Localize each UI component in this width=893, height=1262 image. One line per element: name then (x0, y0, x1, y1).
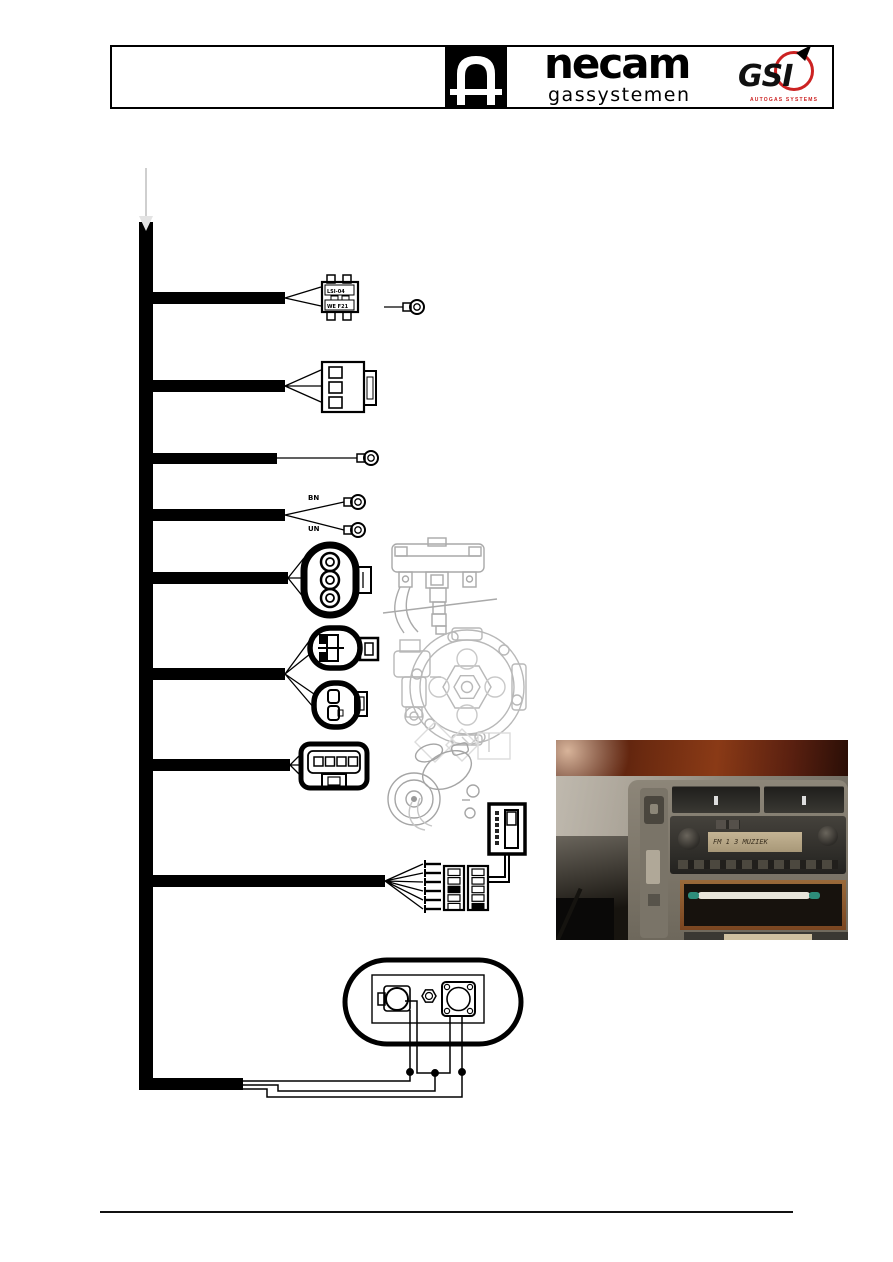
radio-button-row (678, 860, 838, 869)
junction-dot (406, 1068, 414, 1076)
radio-small-buttons (716, 820, 740, 829)
gsi-logo: GSI AUTOGAS SYSTEMS (738, 41, 832, 105)
radio-display: FM 1 3 MUZIEK (708, 832, 802, 852)
header-box: necam gassystemen GSI AUTOGAS SYSTEMS (110, 39, 834, 109)
harness-trunk (139, 168, 243, 1090)
terminal-block-b (466, 864, 490, 912)
lower-unit-display (724, 934, 812, 940)
center-console: FM 1 3 MUZIEK (628, 780, 848, 940)
wire-label-un: UN (308, 525, 320, 533)
cubby-interior (684, 884, 842, 926)
fuse-top-label: LSI-04 (327, 289, 345, 295)
three-pin-block-connector (320, 360, 377, 414)
ring-terminals-bn-un (343, 494, 366, 538)
dashboard-photo: FM 1 3 MUZIEK (556, 740, 848, 940)
hazard-switch-icon (650, 804, 658, 814)
gsi-ring-icon (774, 51, 814, 91)
side-button (648, 894, 660, 906)
volume-knob (678, 828, 700, 850)
vent-lever-icon (802, 796, 806, 805)
footer-rule (100, 1211, 793, 1213)
brand-subtitle: gassystemen (548, 84, 691, 106)
air-vent-left (672, 786, 760, 813)
brand-wordmark: necam (544, 39, 691, 88)
junction-dot (458, 1068, 466, 1076)
two-pin-connector-a (307, 625, 380, 671)
fuse-holder-connector (320, 274, 360, 321)
car-radio: FM 1 3 MUZIEK (670, 816, 846, 874)
harness-branches (153, 292, 385, 887)
ring-terminal-2 (356, 450, 379, 466)
junction-dot (431, 1069, 439, 1077)
filler-valve-wiring (243, 1000, 466, 1098)
pen (688, 892, 820, 899)
gsi-subtitle: AUTOGAS SYSTEMS (750, 97, 819, 103)
crimp-pins (424, 860, 441, 913)
necam-arch-logo-icon (445, 47, 507, 107)
storage-cubby (680, 880, 846, 930)
gsi-wordmark: GSI (738, 59, 793, 94)
branch-fan-wires (277, 286, 424, 910)
fuse-bottom-label: WE F21 (327, 304, 349, 310)
wood-trim (556, 740, 848, 776)
ring-terminal-1 (384, 299, 425, 315)
terminal-block-a (442, 864, 466, 912)
tuner-knob (818, 826, 838, 846)
side-slider (646, 850, 660, 884)
three-pin-round-connector (300, 541, 372, 619)
fuel-selector-switch (487, 802, 527, 883)
actuator-sketch (387, 733, 490, 831)
vent-lever-icon (714, 796, 718, 805)
two-pin-connector-b (311, 680, 368, 730)
lower-unit (684, 932, 848, 940)
filler-valve-assembly (342, 957, 524, 1047)
distributor-sketch (382, 537, 498, 635)
down-arrow-pointer-icon (139, 216, 153, 231)
wire-label-bn: BN (308, 494, 319, 502)
air-vent-right (764, 786, 844, 813)
four-pin-flat-connector (298, 741, 370, 791)
pressure-reducer-sketch (393, 627, 527, 763)
arch-icon (445, 47, 507, 107)
